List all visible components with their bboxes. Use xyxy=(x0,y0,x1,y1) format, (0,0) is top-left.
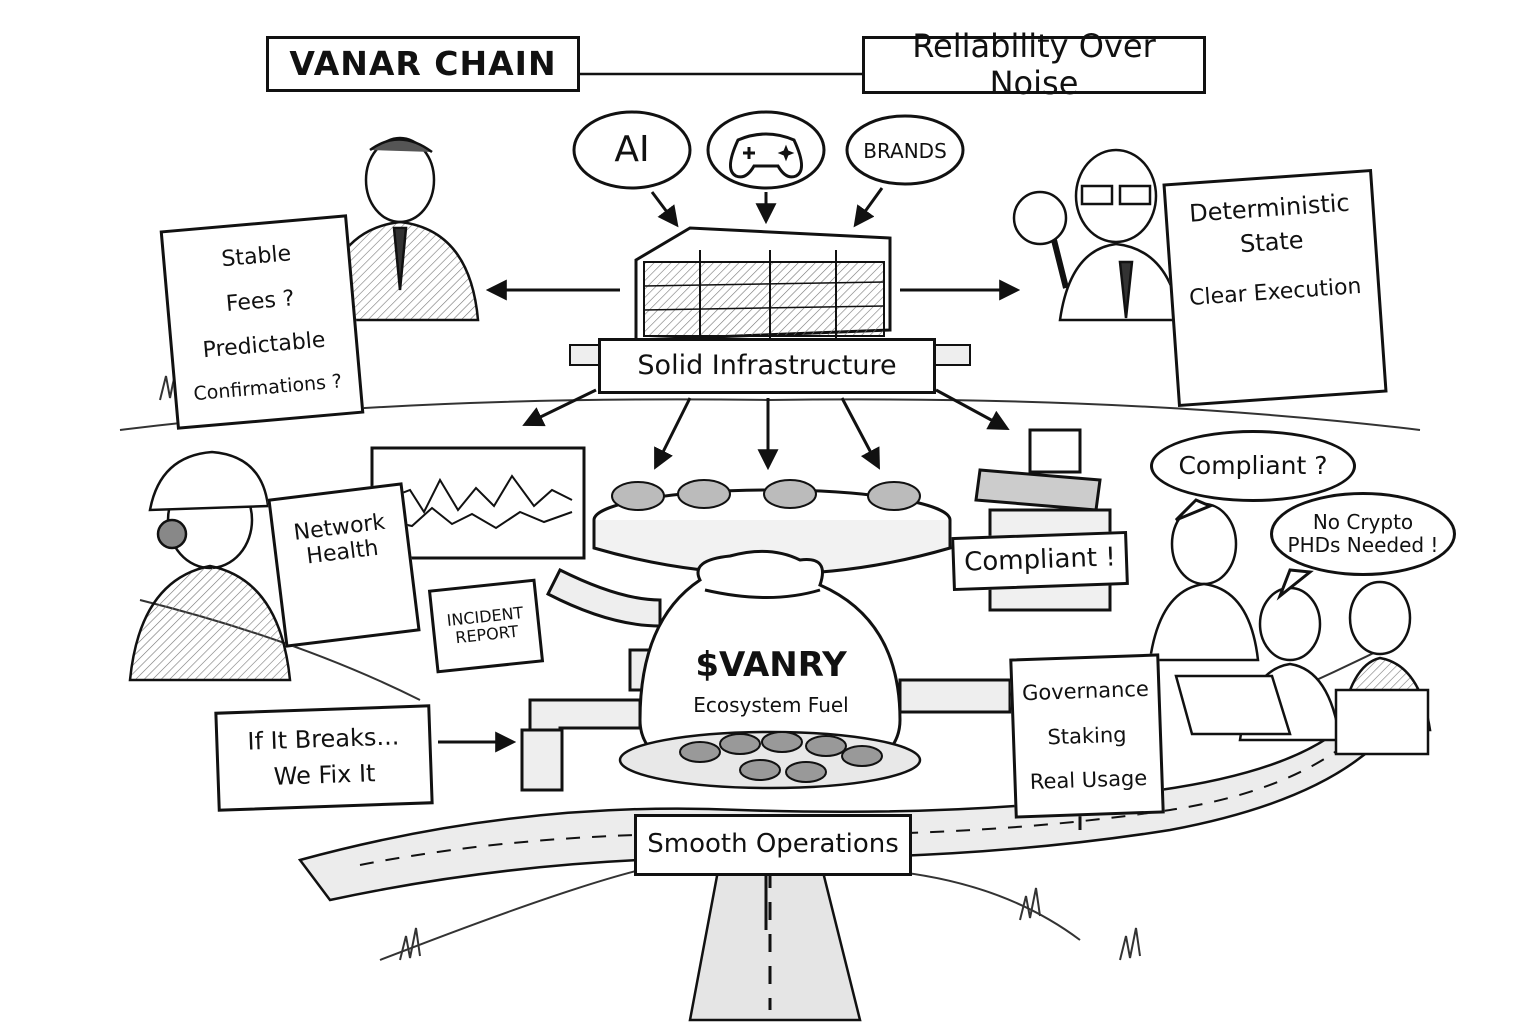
clipboard-predictable: Predictable xyxy=(201,327,327,364)
clipboard-confirmations: Confirmations ? xyxy=(192,370,343,406)
vanry-symbol: $VANRY xyxy=(695,645,847,686)
gamepad-icon xyxy=(729,132,803,179)
support-line1: If It Breaks... xyxy=(246,722,400,757)
doc-state: State xyxy=(1239,225,1305,258)
vanry-sack xyxy=(618,549,922,790)
doc-deterministic: Deterministic xyxy=(1188,188,1351,228)
utility-staking: Staking xyxy=(1047,722,1127,750)
inspector-figure xyxy=(1012,148,1182,322)
ai-label: AI xyxy=(614,129,650,171)
operator-figure xyxy=(128,450,292,682)
phd-line1: No Crypto xyxy=(1312,510,1414,534)
node-platform xyxy=(592,479,952,576)
no-crypto-phd-bubble: No Crypto PHDs Needed ! xyxy=(1270,492,1456,576)
if-it-breaks-sign: If It Breaks... We Fix It xyxy=(214,704,434,812)
infrastructure-arrows xyxy=(522,388,1010,471)
doc-clear-execution: Clear Execution xyxy=(1188,274,1363,312)
question-bubble-tail xyxy=(1174,498,1214,522)
brands-label: BRANDS xyxy=(863,138,947,163)
input-arrows xyxy=(650,187,884,228)
inspector-document: Deterministic State Clear Execution xyxy=(1162,168,1388,408)
ai-bubble xyxy=(572,110,692,190)
team-figures xyxy=(1148,502,1432,756)
gaming-bubble xyxy=(706,110,826,190)
phd-line2: PHDs Needed ! xyxy=(1287,533,1439,557)
data-center-building xyxy=(569,226,971,366)
phd-bubble-tail xyxy=(1276,568,1314,601)
clipboard-fees: Fees ? xyxy=(224,285,296,317)
ecosystem-fuel-label: Ecosystem Fuel xyxy=(693,692,849,717)
users-clipboard: Stable Fees ? Predictable Confirmations … xyxy=(159,214,365,430)
brands-bubble xyxy=(845,114,965,186)
incident-line2: REPORT xyxy=(454,621,520,648)
compliant-stamp-sign: Compliant ! xyxy=(951,530,1129,592)
incident-report: INCIDENT REPORT xyxy=(427,578,545,674)
solid-infrastructure-box: Solid Infrastructure xyxy=(598,338,936,394)
compliant-question-bubble: Compliant ? xyxy=(1150,430,1356,502)
utility-governance: Governance xyxy=(1021,677,1150,706)
businessman-figure xyxy=(318,136,480,322)
smooth-operations-sign: Smooth Operations xyxy=(634,814,912,876)
monitor xyxy=(370,446,586,560)
utility-real-usage: Real Usage xyxy=(1029,766,1148,795)
utility-sign: Governance Staking Real Usage xyxy=(1009,653,1165,819)
page-title: VANAR CHAIN xyxy=(266,36,580,92)
network-health-clipboard: Network Health xyxy=(267,482,421,648)
support-line2: We Fix It xyxy=(273,759,376,791)
arrow-to-pipe xyxy=(438,731,517,753)
tagline-box: Reliability Over Noise xyxy=(862,28,1206,101)
clipboard-stable: Stable xyxy=(220,241,293,273)
